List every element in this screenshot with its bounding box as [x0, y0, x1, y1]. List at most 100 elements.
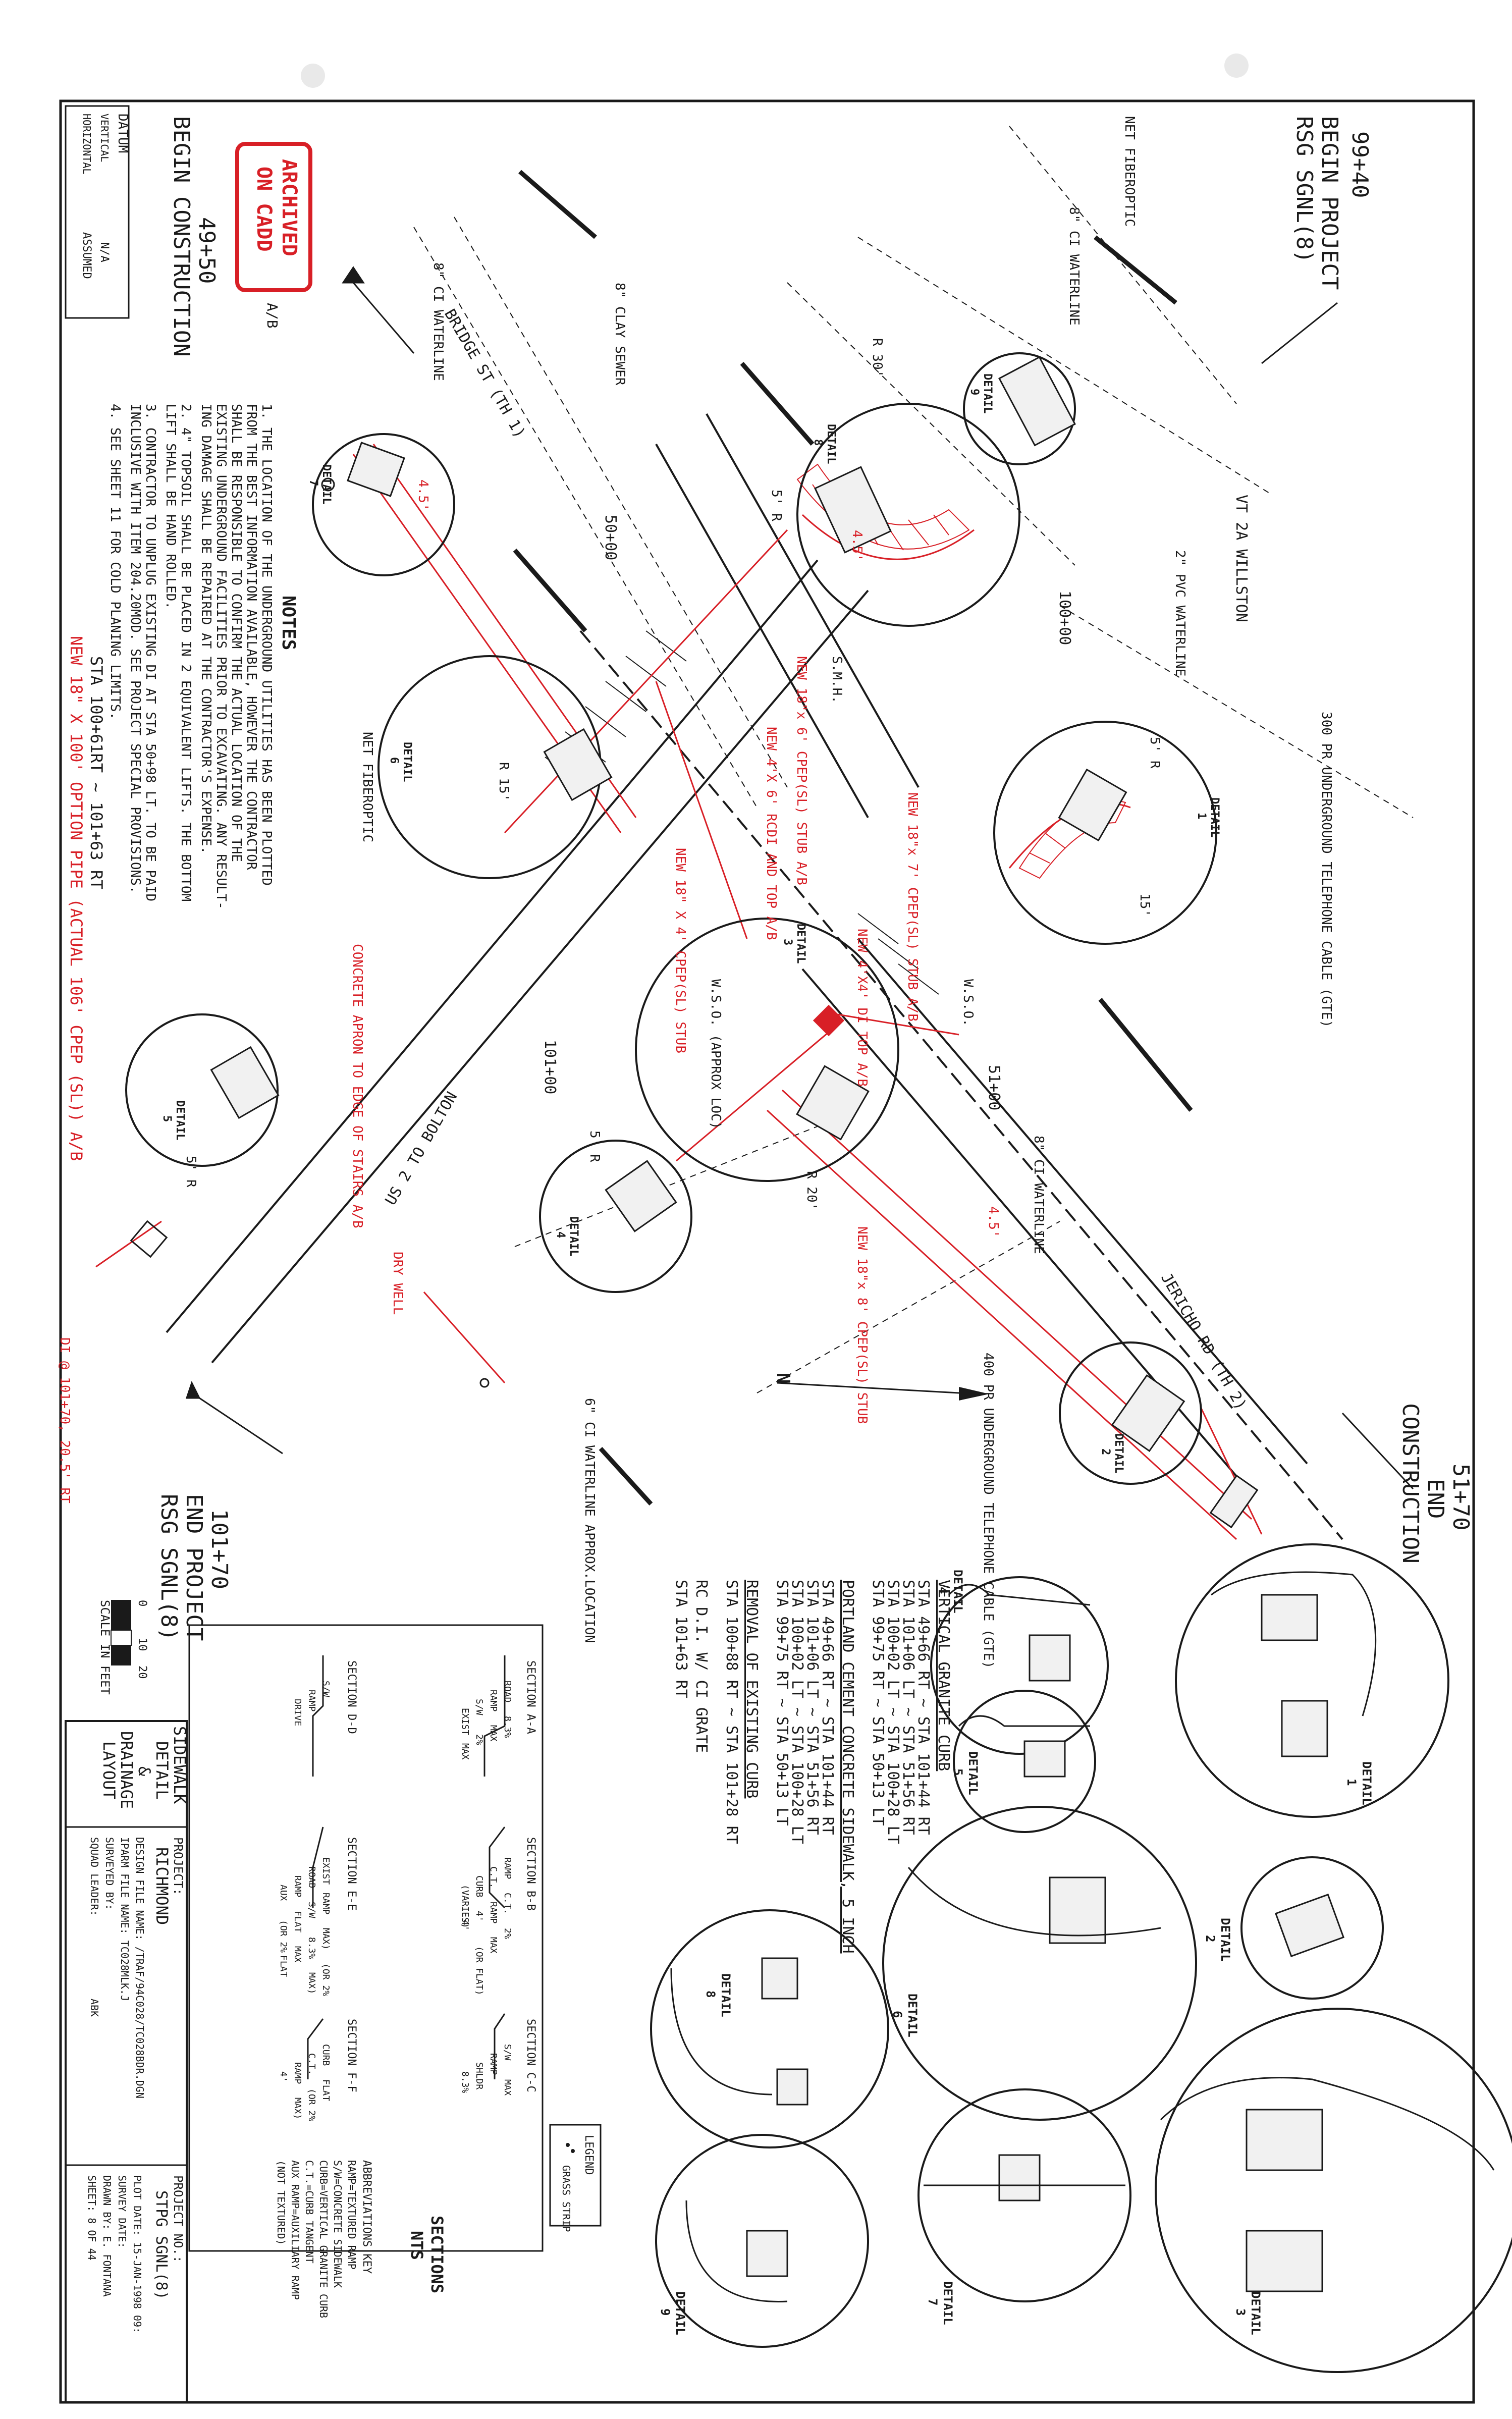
plan-label-r15-a: 15' [1137, 893, 1152, 917]
svg-text:N/A: N/A [98, 242, 111, 262]
legend-box: LEGEND GRASS STRIP [549, 2124, 602, 2232]
plan-label-bridge-st: BRIDGE ST (TH 1) [441, 306, 529, 442]
abbreviation-line: CURB=VERTICAL GRANITE CURB [317, 2160, 330, 2318]
svg-text:RSG SGNL(8): RSG SGNL(8) [156, 1494, 182, 1641]
section-e-label: RAMP [320, 1893, 331, 1915]
plan-label-dim-45-b: 4.5' [986, 1206, 1001, 1238]
svg-text:PLOT DATE: 15-JAN-1998 09:: PLOT DATE: 15-JAN-1998 09: [131, 2175, 143, 2333]
section-a-label: MAX [488, 1725, 499, 1742]
svg-text:ARCHIVED: ARCHIVED [278, 159, 301, 256]
detail-view-number: 8 [704, 1991, 718, 1998]
detail-view-5 [953, 1690, 1096, 1833]
note-line: INCLUSIVE WITH ITEM 204.20MOD. SEE PROJE… [128, 404, 143, 894]
plan-label-dim-45-a: 4.5' [415, 479, 430, 511]
begin-project-title: BEGIN PROJECT [1317, 116, 1342, 290]
svg-text:STA 100+88 RT ~ STA 101+28 RT: STA 100+88 RT ~ STA 101+28 RT [723, 1580, 740, 1844]
svg-text:GRASS STRIP: GRASS STRIP [560, 2165, 572, 2232]
drop-inlet-marker [813, 1004, 845, 1037]
section-e-label: AUX [278, 1885, 289, 1901]
section-b-label: CURB [474, 1875, 484, 1897]
plan-label-r5-c: 5' R [1147, 737, 1162, 769]
plan-label-telephone-300: 300 PR UNDERGROUND TELEPHONE CABLE (GTE) [1319, 712, 1334, 1028]
detail-view-6 [882, 1806, 1197, 2121]
note-line: 2. 4" TOPSOIL SHALL BE PLACED IN 2 EQUIV… [178, 404, 193, 901]
plan-label-new-stub-4: NEW 18" X 4' CPEP(SL) STUB [673, 848, 688, 1053]
detail-tag-word: DETAIL [174, 1100, 186, 1140]
detail-circle-3 [635, 918, 899, 1182]
section-f-label: MAX) [292, 2098, 303, 2119]
section-c-label: SHLDR [474, 2062, 484, 2089]
svg-text:101+70: 101+70 [206, 1509, 232, 1589]
section-a-label: EXIST [460, 1708, 470, 1735]
section-b-label: RAMP [488, 1902, 499, 1924]
section-c-title: SECTION C-C [524, 2019, 537, 2092]
detail-view-word: DETAIL [1249, 2291, 1263, 2335]
detail-view-1 [1175, 1543, 1449, 1818]
title-block: SIDEWALK DETAIL & DRAINAGE LAYOUT PROJEC… [65, 1720, 189, 2403]
sheet-border [59, 99, 1475, 2404]
section-b-label: (VARIES) [460, 1885, 470, 1928]
svg-text:SIDEWALK: SIDEWALK [170, 1726, 189, 1804]
detail-view-number: 5 [951, 1768, 965, 1776]
detail-view-word: DETAIL [951, 1570, 965, 1614]
svg-text:ABK: ABK [88, 1999, 100, 2017]
pcc-sidewalk-title: PORTLAND CEMENT CONCRETE SIDEWALK, 5 INC… [839, 1580, 856, 1954]
abbreviations-block: ABBREVIATIONS KEY RAMP=TEXTURED RAMPS/W=… [275, 2160, 373, 2318]
section-a-label: RAMP [488, 1690, 499, 1712]
plan-label-dry-well: DRY WELL [390, 1252, 405, 1315]
plan-label-sta-10000: 100+00 [1056, 590, 1073, 645]
end-construction-label: 51+70 END CONSTRUCTION [1397, 1403, 1474, 1564]
svg-text:STA 99+75 RT ~ STA 50+13 LT: STA 99+75 RT ~ STA 50+13 LT [773, 1580, 791, 1826]
section-e-label: (OR 2% [320, 1963, 331, 1996]
section-a-label: 8.3% [502, 1716, 513, 1738]
plan-label-pvc-waterline: 2" PVC WATERLINE [1172, 550, 1187, 676]
detail-tag-word: DETAIL [567, 1216, 580, 1256]
section-b-label: 4' [460, 1920, 470, 1931]
section-a-title: SECTION A-A [524, 1660, 537, 1734]
svg-text:PROJECT:: PROJECT: [171, 1837, 185, 1896]
detail-tag-number: 1 [1195, 813, 1208, 819]
section-f-label: 4' [278, 2071, 289, 2082]
section-b-label: (OR FLAT) [474, 1946, 484, 1996]
notes-block: NOTES 1. THE LOCATION OF THE UNDERGROUND… [107, 404, 299, 909]
section-f-label: (OR 2% [306, 2088, 317, 2121]
sections-subtitle: NTS [407, 2231, 426, 2260]
svg-text:20: 20 [136, 1665, 148, 1679]
plan-label-wso-b: W.S.O. (APPROX LOC) [708, 979, 723, 1129]
svg-text:SHEET: 8 OF 44: SHEET: 8 OF 44 [86, 2175, 98, 2261]
svg-text:STA 49+66 RT ~ STA 101+44 RT: STA 49+66 RT ~ STA 101+44 RT [914, 1580, 932, 1835]
detail-circle-2 [1059, 1341, 1202, 1485]
detail-view-number: 4 [936, 1587, 950, 1594]
svg-text:SQUAD LEADER:: SQUAD LEADER: [88, 1837, 100, 1916]
section-e-label: FLAT [292, 1911, 303, 1933]
rcdi-grate-title: RC D.I. W/ CI GRATE [692, 1580, 710, 1753]
section-c-label: S/W [502, 2044, 513, 2061]
plan-label-smh: S.M.H. [829, 656, 844, 704]
granite-curb-title: VERTICAL GRANITE CURB [935, 1580, 952, 1771]
option-pipe-label: STA 100+61RT ~ 101+63 RT NEW 18" X 100' … [67, 636, 106, 1161]
svg-text:STA 101+63 RT: STA 101+63 RT [672, 1580, 690, 1698]
section-f-title: SECTION F-F [345, 2019, 358, 2092]
begin-project-label: 99+40 BEGIN PROJECT RSG SGNL(8) [1291, 116, 1373, 290]
plan-label-new-stub-6: NEW 18"x 6' CPEP(SL) STUB A/B [794, 656, 809, 885]
plan-label-rcdi: NEW 4'X 6' RCDI AND TOP A/B [764, 727, 779, 940]
archived-stamp: ARCHIVED ON CADD A/B [235, 142, 312, 329]
detail-view-7 [917, 2088, 1131, 2302]
section-b-label: 4' [474, 1911, 484, 1922]
detail-tag-word: DETAIL [401, 742, 413, 782]
detail-tag-word: DETAIL [981, 373, 994, 413]
note-line: FROM THE BEST INFORMATION AVAILABLE, HOW… [244, 404, 259, 870]
plan-label-r20: R 20' [804, 1171, 819, 1210]
section-e-label: 8.3% [306, 1937, 317, 1959]
note-line: LIFT SHALL BE HAND ROLLED. [163, 404, 178, 609]
detail-view-word: DETAIL [905, 1994, 920, 2037]
section-a-label: S/W [474, 1699, 484, 1715]
detail-view-number: 6 [890, 2011, 904, 2018]
note-line: EXISTING UNDERGROUND FACILITIES PRIOR TO… [213, 404, 229, 909]
section-e-label: MAX) [306, 1972, 317, 1994]
plan-label-r5-d: 5' R [183, 1156, 198, 1188]
detail-view-word: DETAIL [966, 1751, 980, 1795]
plan-label-r30: R 30' [870, 338, 885, 378]
detail-view-word: DETAIL [1218, 1918, 1232, 1962]
